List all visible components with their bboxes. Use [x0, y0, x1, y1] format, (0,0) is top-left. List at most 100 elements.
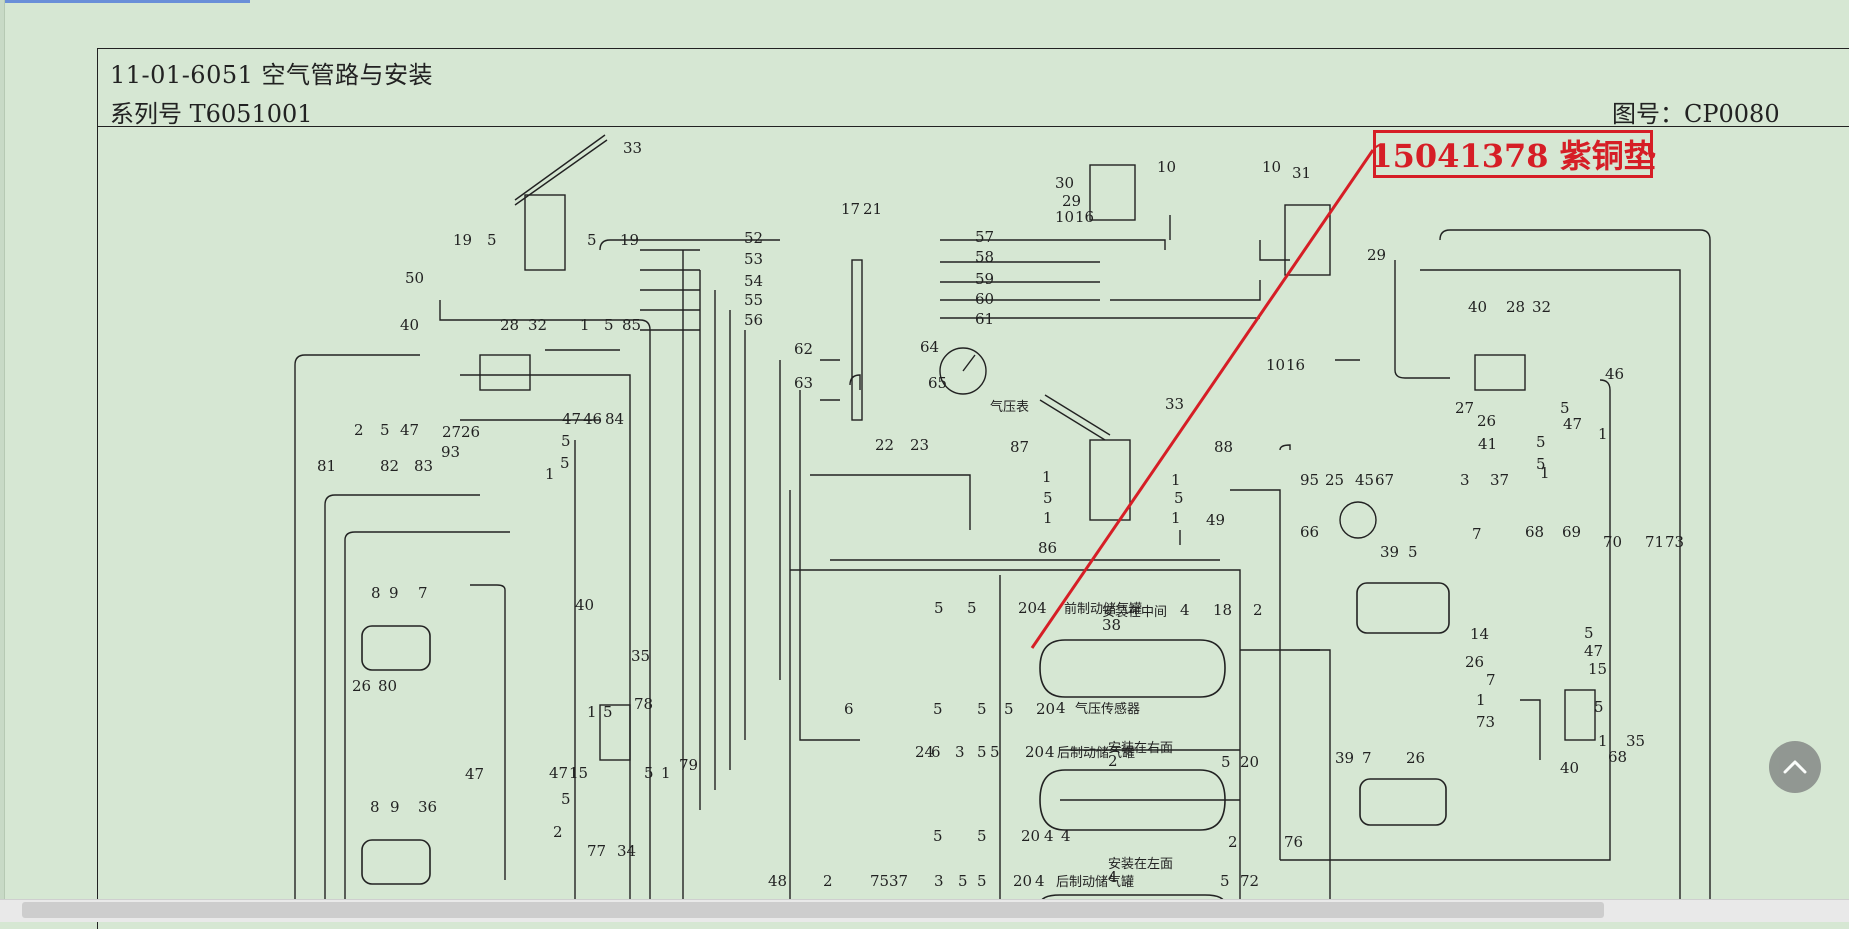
left-edge	[0, 0, 5, 921]
part-label: 87	[1010, 438, 1029, 456]
part-label: 6	[844, 700, 854, 718]
part-label: 73	[1476, 713, 1495, 731]
part-label: 5	[644, 764, 654, 782]
part-label: 前制动储气罐	[1064, 601, 1142, 617]
part-label: 5	[1560, 399, 1570, 417]
part-label: 2	[1228, 833, 1238, 851]
part-label: 9	[390, 798, 400, 816]
part-label: 28	[1506, 298, 1525, 316]
part-label: 1	[1171, 509, 1181, 527]
title-divider	[97, 126, 1849, 127]
part-label: 40	[575, 596, 594, 614]
part-label: 30	[1055, 174, 1074, 192]
part-label: 55	[744, 291, 763, 309]
part-label: 68	[1525, 523, 1544, 541]
part-label: 1	[1043, 509, 1053, 527]
part-label: 2	[1108, 752, 1118, 770]
part-label: 安装在左面	[1108, 857, 1173, 872]
part-label: 7	[418, 584, 428, 602]
part-label: 15	[1588, 660, 1607, 678]
part-label: 6	[931, 743, 941, 761]
part-label: 35	[631, 647, 650, 665]
part-label: 81	[317, 457, 336, 475]
part-label: 32	[1532, 298, 1551, 316]
part-label: 77	[587, 842, 606, 860]
part-label: 37	[889, 872, 908, 890]
part-label: 3	[1460, 471, 1470, 489]
part-label: 5	[560, 454, 570, 472]
part-label: 32	[528, 316, 547, 334]
part-label: 26	[1477, 412, 1496, 430]
part-label: 54	[744, 272, 763, 290]
part-label: 5	[1221, 753, 1231, 771]
part-label: 66	[1300, 523, 1319, 541]
part-label: 59	[975, 270, 994, 288]
part-label: 15	[569, 764, 588, 782]
part-label: 5	[1174, 489, 1184, 507]
part-label: 60	[975, 290, 994, 308]
part-label: 40	[400, 316, 419, 334]
part-label: 53	[744, 250, 763, 268]
part-label: 20	[1013, 872, 1032, 890]
part-label: 78	[634, 695, 653, 713]
part-label: 2	[553, 823, 563, 841]
part-label: 27	[442, 423, 461, 441]
part-label: 48	[768, 872, 787, 890]
part-label: 1	[1042, 468, 1052, 486]
part-label: 82	[380, 457, 399, 475]
part-label: 16	[1075, 208, 1094, 226]
part-label: 29	[1062, 192, 1081, 210]
part-label: 7	[1362, 749, 1372, 767]
part-label: 67	[1375, 471, 1394, 489]
part-label: 40	[1468, 298, 1487, 316]
part-label: 1	[661, 764, 671, 782]
part-label: 7	[1472, 525, 1482, 543]
part-label: 5	[487, 231, 497, 249]
part-label: 47	[549, 764, 568, 782]
callout-leader-line	[1030, 149, 1375, 649]
part-label: 10	[1262, 158, 1281, 176]
part-label: 46	[1605, 365, 1624, 383]
part-label: 52	[744, 229, 763, 247]
part-label: 31	[1292, 164, 1311, 182]
rear-brake-tank-right	[1039, 769, 1226, 831]
scroll-to-top-button[interactable]	[1769, 741, 1821, 793]
part-label: 5	[977, 743, 987, 761]
part-label: 63	[794, 374, 813, 392]
part-label: 20	[1021, 827, 1040, 845]
part-label: 3	[934, 872, 944, 890]
part-label: 50	[405, 269, 424, 287]
part-label: 26	[1406, 749, 1425, 767]
part-label: 1	[1598, 732, 1608, 750]
part-label: 19	[453, 231, 472, 249]
horizontal-scroll-thumb[interactable]	[22, 902, 1604, 918]
part-label: 1	[1598, 425, 1608, 443]
part-label: 57	[975, 228, 994, 246]
part-label: 62	[794, 340, 813, 358]
scroll-top-icon	[1783, 760, 1807, 774]
part-label: 5	[934, 599, 944, 617]
part-label: 26	[461, 423, 480, 441]
part-label: 33	[1165, 395, 1184, 413]
part-label: 37	[1490, 471, 1509, 489]
part-label: 39	[1335, 749, 1354, 767]
part-label: 83	[414, 457, 433, 475]
part-label: 5	[1594, 698, 1604, 716]
part-label: 4	[1056, 699, 1066, 717]
part-label: 36	[418, 798, 437, 816]
part-label: 5	[1408, 543, 1418, 561]
part-label: 47	[1584, 642, 1603, 660]
part-label: 95	[1300, 471, 1319, 489]
window-tab-strip	[0, 0, 250, 3]
part-label: 1	[1540, 464, 1550, 482]
part-label: 5	[561, 790, 571, 808]
part-label: 4	[1037, 599, 1047, 617]
part-label: 58	[975, 248, 994, 266]
part-label: 16	[1286, 356, 1305, 374]
part-label: 40	[1560, 759, 1579, 777]
part-label: 79	[679, 756, 698, 774]
part-label: 46	[583, 410, 602, 428]
part-label: 安装在右面	[1108, 741, 1173, 756]
part-label: 8	[370, 798, 380, 816]
part-label: 27	[1455, 399, 1474, 417]
